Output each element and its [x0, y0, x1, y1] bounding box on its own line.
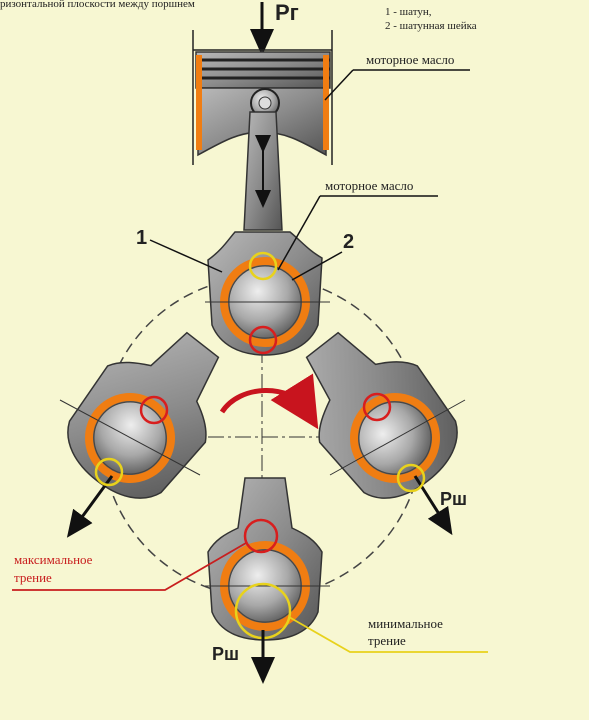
- oil-label-top: моторное масло: [366, 52, 454, 67]
- piston-oil-film-right: [323, 55, 329, 150]
- big-end-bottom: [205, 477, 330, 641]
- big-end-top: [205, 231, 330, 356]
- max-friction-marker-left: [139, 395, 169, 425]
- big-end-right: [305, 331, 458, 499]
- legend-line-1: 1 - шатун,: [385, 6, 432, 18]
- min-friction-marker-top: [248, 251, 278, 281]
- max-friction-leader: [12, 542, 247, 591]
- min-friction-marker-left: [94, 457, 124, 487]
- force-pg-label: Pг: [275, 0, 299, 25]
- top-cut-text: ризонтальной плоскости между поршнем: [0, 0, 195, 10]
- max-friction-label-2: трение: [14, 570, 52, 585]
- oil-film-left: [85, 393, 175, 483]
- max-friction-marker-top: [248, 325, 278, 355]
- force-psh-bottom-label: Pш: [212, 644, 239, 664]
- piston-oil-film-left: [196, 55, 202, 150]
- min-friction-label-2: трение: [368, 633, 406, 648]
- label-1: 1: [136, 227, 147, 249]
- leader-1: [149, 239, 223, 273]
- max-friction-marker-right: [362, 392, 392, 422]
- label-2: 2: [343, 231, 354, 253]
- legend-line-2: 2 - шатунная шейка: [385, 20, 477, 32]
- oil-leader-top: [324, 69, 354, 101]
- min-friction-label-1: минимальное: [368, 616, 443, 631]
- force-psh-right-arrow: [413, 475, 453, 536]
- max-friction-marker-bottom: [243, 518, 279, 554]
- force-psh-right-label: Pш: [440, 489, 467, 509]
- rotation-arrow: [219, 373, 319, 430]
- piston: [192, 30, 333, 165]
- max-friction-label-1: максимальное: [14, 552, 93, 567]
- oil-label-mid: моторное масло: [325, 178, 413, 193]
- min-friction-leader: [288, 616, 488, 653]
- leader-2: [291, 251, 343, 281]
- min-friction-marker-right: [396, 463, 426, 493]
- oil-leader-mid: [277, 195, 321, 271]
